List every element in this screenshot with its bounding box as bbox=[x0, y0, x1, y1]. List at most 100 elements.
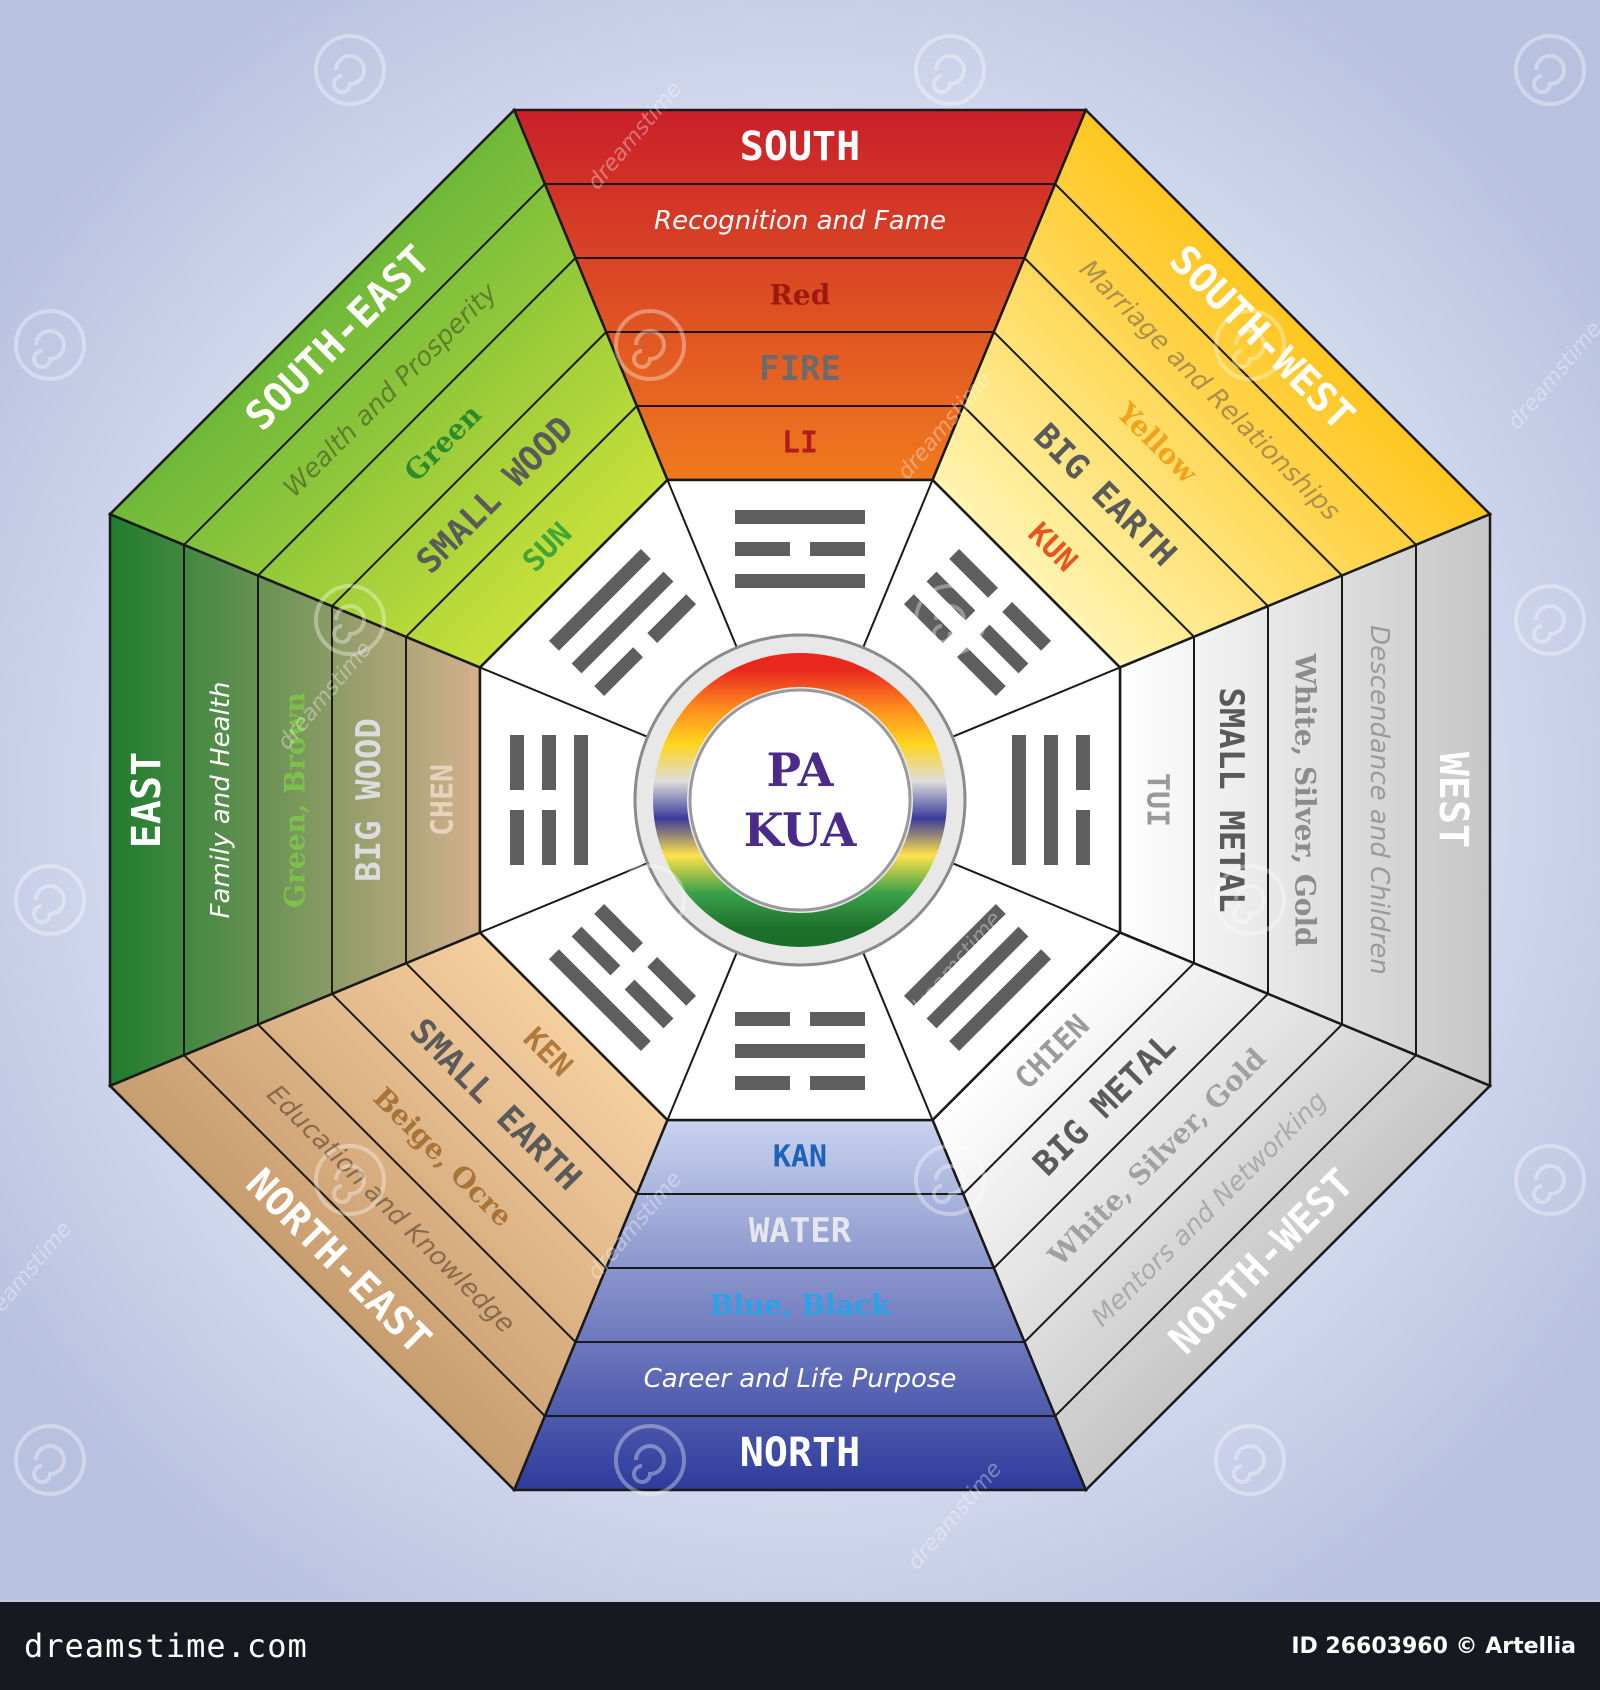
trigram-line-broken bbox=[647, 594, 697, 644]
trigram-line-broken bbox=[956, 647, 1006, 697]
trigram-line-solid bbox=[548, 949, 651, 1052]
trigram-line-solid bbox=[949, 949, 1052, 1052]
inner-divider bbox=[952, 666, 1121, 738]
label-west-band-4: Descendance and Children bbox=[1364, 625, 1394, 975]
label-north-band-2: WATER bbox=[749, 1211, 852, 1251]
watermark-swirl-icon bbox=[1214, 1424, 1286, 1496]
trigram-line-solid bbox=[735, 1044, 865, 1058]
center-title-line2: KUA bbox=[744, 803, 858, 857]
inner-divider bbox=[479, 666, 648, 738]
watermark-swirl-icon bbox=[914, 34, 986, 106]
band-divider bbox=[1054, 183, 1417, 546]
label-east-band-5: EAST bbox=[124, 752, 170, 848]
watermark-swirl-icon bbox=[1514, 584, 1586, 656]
sector-south-east bbox=[107, 107, 669, 669]
trigram-north bbox=[735, 1012, 865, 1090]
band-divider bbox=[962, 405, 1195, 638]
footer-bar: dreamstime.com ID 26603960 © Artellia bbox=[0, 1602, 1600, 1690]
trigram-line-broken bbox=[571, 926, 621, 976]
trigram-south bbox=[735, 510, 865, 588]
trigram-line-broken bbox=[594, 647, 644, 697]
watermark-swirl-icon bbox=[314, 1144, 386, 1216]
watermark-swirl-icon bbox=[614, 309, 686, 381]
trigram-line-broken bbox=[542, 810, 556, 865]
trigram-line-solid bbox=[571, 571, 674, 674]
trigram-line-broken bbox=[624, 979, 674, 1029]
band-divider bbox=[331, 993, 607, 1269]
watermark-swirl-icon bbox=[1214, 864, 1286, 936]
trigram-south-east bbox=[548, 548, 697, 697]
center-title-line1: PA bbox=[767, 743, 835, 797]
label-south-band-5: SOUTH bbox=[740, 124, 860, 170]
watermark-swirl-icon bbox=[1514, 34, 1586, 106]
trigram-line-broken bbox=[1002, 602, 1052, 651]
label-north-band-5: NORTH bbox=[740, 1430, 860, 1476]
trigram-line-broken bbox=[735, 1076, 790, 1090]
footer-site-name: dreamstime.com bbox=[24, 1627, 308, 1665]
label-west-band-5: WEST bbox=[1430, 752, 1476, 848]
trigram-north-east bbox=[548, 903, 697, 1052]
trigram-line-broken bbox=[647, 956, 697, 1006]
band-divider bbox=[962, 962, 1195, 1195]
watermark-swirl-icon bbox=[14, 1424, 86, 1496]
band-divider bbox=[183, 1054, 546, 1417]
label-north-band-4: Career and Life Purpose bbox=[644, 1364, 957, 1394]
label-east-band-3: Green, Brown bbox=[279, 692, 312, 908]
footer-image-id: ID 26603960 © Artellia bbox=[1291, 1633, 1576, 1659]
band-divider bbox=[1023, 1023, 1343, 1343]
trigram-line-broken bbox=[735, 542, 790, 556]
trigram-line-solid bbox=[735, 574, 865, 588]
watermark-swirl-icon bbox=[1214, 309, 1286, 381]
band-divider bbox=[993, 331, 1269, 607]
trigram-line-broken bbox=[510, 735, 524, 790]
trigram-line-solid bbox=[574, 735, 588, 865]
trigram-line-broken bbox=[949, 548, 998, 598]
inner-divider bbox=[666, 479, 738, 648]
sector-south-west bbox=[931, 107, 1493, 669]
trigram-line-broken bbox=[926, 571, 976, 621]
trigram-east bbox=[510, 735, 588, 865]
trigram-west bbox=[1012, 735, 1090, 865]
trigram-line-solid bbox=[926, 926, 1029, 1029]
watermark-swirl-icon bbox=[14, 864, 86, 936]
trigram-line-broken bbox=[594, 903, 644, 953]
trigram-south-west bbox=[903, 548, 1052, 697]
label-west-band-3: White, Silver, Gold bbox=[1289, 652, 1322, 946]
band-divider bbox=[1054, 1054, 1417, 1417]
watermark-swirl-icon bbox=[314, 584, 386, 656]
trigram-line-broken bbox=[542, 735, 556, 790]
inner-divider bbox=[952, 862, 1121, 934]
band-divider bbox=[257, 1023, 577, 1343]
label-north-band-1: KAN bbox=[773, 1140, 827, 1175]
ring-rainbow bbox=[653, 653, 947, 947]
watermark-swirl-icon bbox=[614, 864, 686, 936]
trigram-line-solid bbox=[1012, 735, 1026, 865]
watermark-swirl-icon bbox=[914, 584, 986, 656]
trigram-line-broken bbox=[903, 594, 953, 644]
trigram-line-solid bbox=[1044, 735, 1058, 865]
trigram-line-broken bbox=[735, 1012, 790, 1026]
watermark-swirl-icon bbox=[14, 309, 86, 381]
band-divider bbox=[405, 405, 638, 638]
band-divider bbox=[183, 183, 546, 546]
trigram-line-broken bbox=[810, 1076, 865, 1090]
sectors-layer bbox=[107, 107, 1493, 1493]
trigram-line-broken bbox=[810, 542, 865, 556]
band-divider bbox=[331, 331, 607, 607]
label-north-band-3: Blue, Black bbox=[710, 1289, 891, 1322]
band-divider bbox=[993, 993, 1269, 1269]
label-south-band-1: LI bbox=[782, 426, 818, 461]
inner-divider bbox=[862, 952, 934, 1121]
trigram-line-broken bbox=[810, 1012, 865, 1026]
label-south-band-4: Recognition and Fame bbox=[654, 206, 946, 236]
watermark-swirl-icon bbox=[1514, 1144, 1586, 1216]
inner-divider bbox=[666, 952, 738, 1121]
watermark-swirl-icon bbox=[914, 1144, 986, 1216]
band-divider bbox=[1023, 257, 1343, 577]
center-ring: PA KUA bbox=[633, 633, 967, 967]
trigrams-layer bbox=[510, 510, 1090, 1090]
trigram-line-solid bbox=[903, 903, 1006, 1006]
trigram-line-broken bbox=[979, 624, 1029, 674]
label-south-band-2: FIRE bbox=[759, 349, 841, 389]
